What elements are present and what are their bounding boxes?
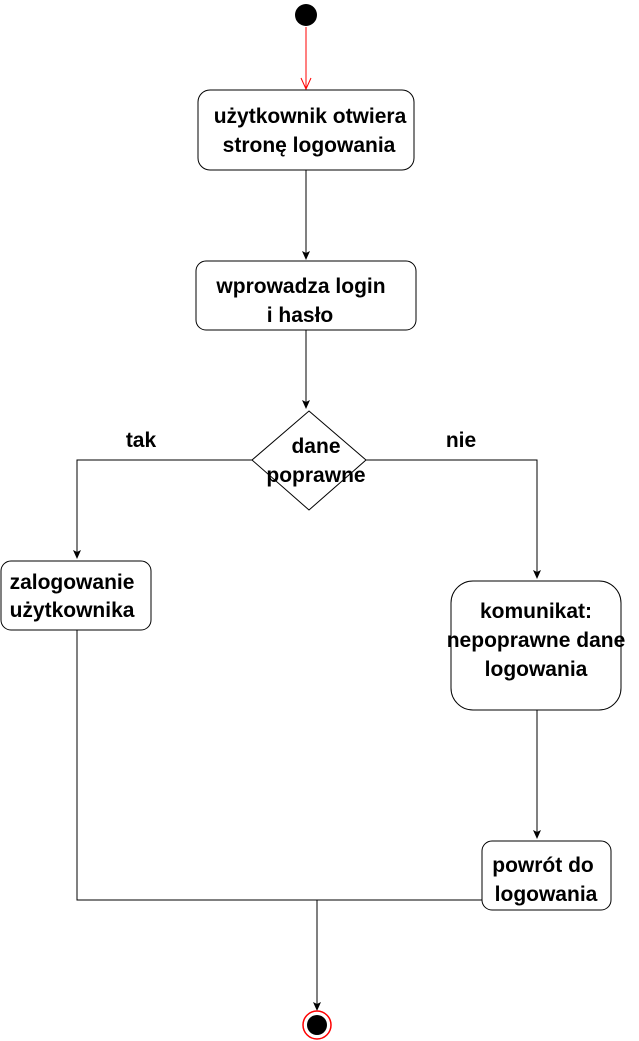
edge-logged-in-to-merge — [76, 630, 317, 901]
edge-label-yes: tak — [126, 429, 157, 452]
node-back-to-login-line2: logowania — [495, 883, 598, 906]
node-open-login-line2: stronę logowania — [223, 134, 396, 157]
node-error-message-line2: nepoprawne dane — [447, 629, 626, 652]
node-error-message-line1: komunikat: — [480, 600, 592, 623]
node-decision-line2: poprawne — [266, 464, 365, 487]
node-error-message-line3: logowania — [485, 658, 588, 681]
node-decision — [251, 410, 367, 511]
arrowhead-initial — [300, 77, 312, 91]
node-back-to-login — [481, 840, 612, 911]
node-enter-credentials-line2: i hasło — [267, 304, 334, 327]
node-decision-line1: dane — [291, 435, 340, 458]
node-enter-credentials-line1: wprowadza login — [215, 275, 385, 298]
initial-node — [295, 4, 317, 26]
node-logged-in-line1: zalogowanie — [10, 571, 135, 594]
node-logged-in-line2: użytkownika — [10, 599, 135, 622]
node-error-message — [450, 580, 622, 711]
node-back-to-login-line1: powrót do — [492, 854, 593, 877]
node-logged-in — [0, 560, 152, 631]
final-node-core — [307, 1015, 327, 1035]
node-open-login-line1: użytkownik otwiera — [214, 105, 407, 128]
node-open-login — [197, 89, 415, 171]
edge-decision-to-error — [366, 459, 541, 579]
edge-decision-to-logged-in — [73, 459, 252, 559]
edge-label-no: nie — [446, 429, 476, 452]
